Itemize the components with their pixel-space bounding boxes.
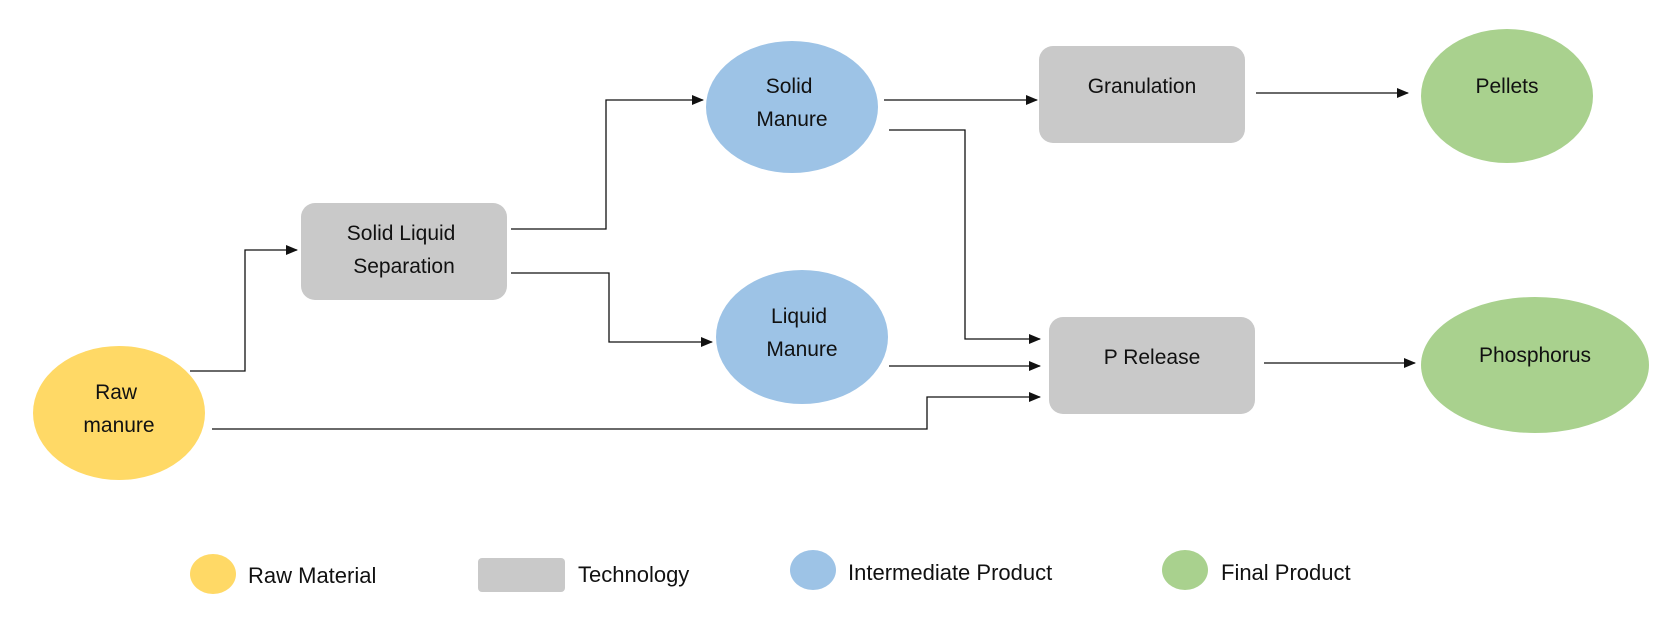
p-release-shape: [1049, 317, 1255, 414]
edge-solid-manure-to-p-release: [889, 129, 1041, 344]
separation-label-line-1: Solid Liquid: [347, 222, 456, 245]
node-solid-liquid-separation: Solid Liquid Separation: [301, 203, 507, 300]
pellets-shape: [1421, 29, 1593, 163]
node-phosphorus: Phosphorus: [1421, 297, 1649, 433]
legend-technology-label: Technology: [578, 562, 689, 587]
liquid-manure-label-line-2: Manure: [766, 338, 837, 361]
connectors: [190, 88, 1416, 430]
raw-manure-label-line-2: manure: [83, 414, 154, 437]
separation-shape: [301, 203, 507, 300]
p-release-label: P Release: [1104, 346, 1201, 369]
liquid-manure-label-line-1: Liquid: [771, 305, 827, 328]
edge-raw-manure-to-p-release: [212, 392, 1041, 430]
svg-text:Phosphorus: Phosphorus: [1479, 344, 1591, 367]
node-pellets: Pellets: [1421, 29, 1593, 163]
raw-manure-shape: [33, 346, 205, 480]
svg-text:Raw manure: Raw manure: [83, 381, 154, 437]
granulation-shape: [1039, 46, 1245, 143]
edge-raw-manure-to-separation: [190, 245, 298, 372]
separation-label-line-2: Separation: [353, 255, 455, 278]
legend-intermediate-product-swatch: [790, 550, 836, 590]
node-p-release: P Release: [1049, 317, 1255, 414]
node-liquid-manure: Liquid Manure: [716, 270, 888, 404]
svg-text:Liquid Manure: Liquid Manure: [766, 305, 837, 361]
svg-text:Solid Liquid Separation: Solid Liquid Separation: [347, 222, 461, 278]
solid-manure-label-line-2: Manure: [756, 108, 827, 131]
solid-manure-shape: [706, 41, 878, 173]
legend-final-product-label: Final Product: [1221, 560, 1351, 585]
legend-item-technology: Technology: [478, 558, 689, 592]
phosphorus-label: Phosphorus: [1479, 344, 1591, 367]
legend-final-product-swatch: [1162, 550, 1208, 590]
pellets-label: Pellets: [1475, 75, 1538, 98]
legend-intermediate-product-label: Intermediate Product: [848, 560, 1052, 585]
raw-manure-label-line-1: Raw: [95, 381, 138, 404]
svg-text:Pellets: Pellets: [1475, 75, 1538, 98]
granulation-label: Granulation: [1088, 75, 1197, 98]
edge-separation-to-liquid-manure: [511, 272, 713, 347]
svg-text:Granulation: Granulation: [1088, 75, 1197, 98]
svg-text:P Release: P Release: [1104, 346, 1201, 369]
legend-technology-swatch: [478, 558, 565, 592]
phosphorus-shape: [1421, 297, 1649, 433]
node-granulation: Granulation: [1039, 46, 1245, 143]
edge-separation-to-solid-manure: [511, 95, 704, 230]
node-raw-manure: Raw manure: [33, 346, 205, 480]
legend-item-intermediate-product: Intermediate Product: [790, 550, 1052, 590]
svg-text:Solid Manure: Solid Manure: [756, 75, 827, 131]
solid-manure-label-line-1: Solid: [766, 75, 813, 98]
liquid-manure-shape: [716, 270, 888, 404]
legend-raw-material-swatch: [190, 554, 236, 594]
node-solid-manure: Solid Manure: [706, 41, 878, 173]
legend-item-raw-material: Raw Material: [190, 554, 376, 594]
legend-raw-material-label: Raw Material: [248, 563, 376, 588]
legend-item-final-product: Final Product: [1162, 550, 1351, 590]
legend: Raw Material Technology Intermediate Pro…: [190, 550, 1351, 594]
